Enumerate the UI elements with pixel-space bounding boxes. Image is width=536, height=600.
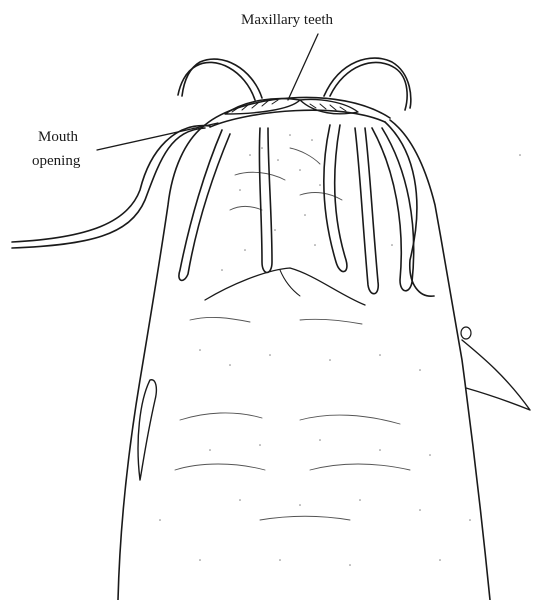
mandibular-barbel-1 [179, 130, 230, 280]
gular-fold [205, 268, 365, 305]
mandibular-barbel-4 [355, 128, 378, 294]
pectoral-fin-left [138, 380, 156, 480]
maxillary-teeth-label: Maxillary teeth [241, 10, 333, 30]
maxillary-teeth-leader [288, 34, 318, 100]
barbel-top-left [178, 62, 255, 100]
mandibular-barbel-2 [259, 128, 272, 273]
pectoral-fin-right [462, 340, 530, 410]
mandibular-barbel-5 [372, 128, 414, 291]
body-stippling [175, 148, 410, 520]
mouth-opening-label-line1: Mouth [38, 127, 78, 147]
head-outline-right [390, 120, 490, 600]
barbel-top-right [330, 62, 407, 110]
mouth-opening-leader [97, 123, 218, 150]
head-outline-left [118, 125, 205, 600]
lower-lip [210, 110, 385, 127]
mouth-opening-label-line2: opening [32, 151, 80, 171]
mandibular-barbel-3 [324, 125, 347, 272]
